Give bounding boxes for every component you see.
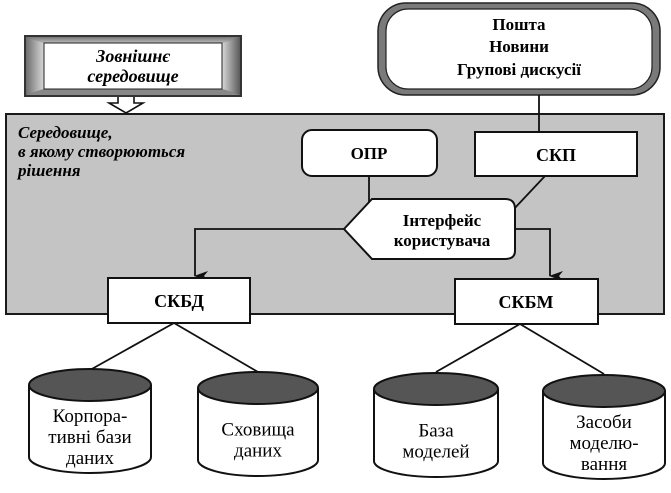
external-environment-box: Зовнішнє середовище xyxy=(24,35,242,97)
connector-skbm-db4 xyxy=(519,323,605,375)
database-body xyxy=(542,391,666,480)
opr-label: ОПР xyxy=(351,144,388,163)
skbm-label: СКБМ xyxy=(499,292,554,312)
skbd-label: СКБД xyxy=(154,291,204,311)
connector-skp-interface xyxy=(512,175,546,211)
database-label-line: даних xyxy=(66,448,114,469)
database-top xyxy=(28,368,152,402)
skbm-box: СКБМ xyxy=(454,278,599,325)
database-body xyxy=(373,389,499,478)
decision-environment-line2: в якому створюються xyxy=(18,142,185,161)
database-label-line: Сховища xyxy=(221,420,295,441)
database-body xyxy=(28,385,152,474)
database-label-line: База xyxy=(418,421,454,442)
skbd-box: СКБД xyxy=(107,277,251,324)
connector-skbd-db1 xyxy=(89,322,175,371)
communication-news: Новини xyxy=(489,37,549,56)
database-top xyxy=(542,374,666,408)
opr-box: ОПР xyxy=(301,129,438,177)
connector-skbm-db3 xyxy=(435,323,521,373)
interface-line2: користувача xyxy=(394,231,491,250)
interface-line1: Інтерфейс xyxy=(403,211,482,230)
communication-box: Пошта Новини Групові дискусії xyxy=(377,2,661,96)
database-label-line: Засоби xyxy=(576,412,632,433)
database-label-line: вання xyxy=(581,454,627,475)
hollow-down-arrow-icon xyxy=(106,97,146,114)
connector-skbd-db2 xyxy=(173,322,259,373)
database-label-line: тивні бази xyxy=(48,427,131,448)
skp-label: СКП xyxy=(536,145,576,165)
database-top xyxy=(197,371,319,405)
user-interface-box: Інтерфейс користувача xyxy=(342,198,516,260)
arrow-interface-skbm xyxy=(515,228,563,281)
database-label-line: Корпора- xyxy=(53,406,128,427)
database-top xyxy=(373,372,499,406)
decision-environment-line3: рішення xyxy=(16,161,81,180)
arrow-interface-skbd xyxy=(194,228,344,281)
external-environment-line1: Зовнішнє xyxy=(95,46,170,66)
decision-environment-line1: Середовище, xyxy=(18,123,113,142)
communication-mail: Пошта xyxy=(492,15,546,34)
communication-group-discussions: Групові дискусії xyxy=(457,60,581,79)
database-label-line: моделей xyxy=(402,442,469,463)
external-environment-line2: середовище xyxy=(87,66,178,86)
skp-box: СКП xyxy=(474,131,638,177)
database-body xyxy=(197,388,319,477)
database-label-line: даних xyxy=(234,441,282,462)
database-label-line: моделю- xyxy=(569,433,638,454)
